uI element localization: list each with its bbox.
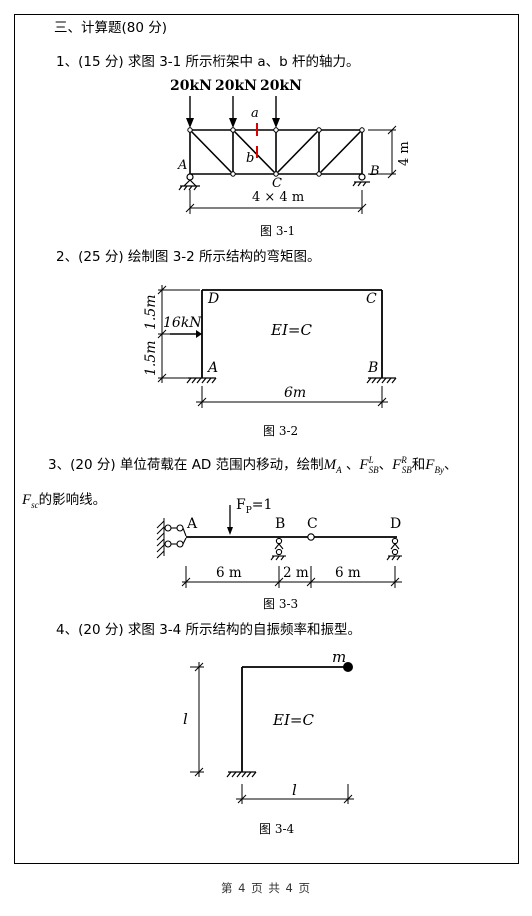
dim-label-span: 6m bbox=[284, 385, 307, 401]
problem-2-score: (25 分) bbox=[78, 249, 124, 265]
member-label-b: b bbox=[246, 151, 255, 166]
section-title: 三、计算题(80 分) bbox=[54, 20, 168, 36]
problem-3-tail: 的影响线。 bbox=[38, 492, 107, 508]
page-footer: 第 4 页 共 4 页 bbox=[221, 881, 311, 895]
problem-1-score: (15 分) bbox=[78, 54, 124, 70]
node-label-B: B bbox=[370, 164, 380, 179]
dim-height-label: 4 m bbox=[397, 141, 412, 166]
problem-2-number: 2、 bbox=[56, 249, 79, 265]
dim-label-AB: 6 m bbox=[216, 565, 242, 581]
load-label-3: 20kN bbox=[260, 78, 302, 94]
page-frame bbox=[14, 14, 519, 864]
frame-label-A: A bbox=[208, 360, 219, 376]
dim-label-CD: 6 m bbox=[335, 565, 361, 581]
var-FSBR: FRSB bbox=[392, 455, 412, 475]
problem-2-text: 绘制图 3-2 所示结构的弯矩图。 bbox=[127, 249, 321, 265]
beam-label-A: A bbox=[187, 516, 198, 532]
figure-3-1-caption: 图 3-1 bbox=[260, 224, 296, 238]
dim-label-BC: 2 m bbox=[283, 565, 309, 581]
load-label-2: 20kN bbox=[215, 78, 257, 94]
problem-3: 3、(20 分) 单位荷载在 AD 范围内移动，绘制MA 、FLSB、FRSB和… bbox=[48, 451, 457, 479]
problem-3-score: (20 分) bbox=[70, 457, 116, 473]
conjunction: 和 bbox=[411, 457, 426, 473]
frame-label-D: D bbox=[208, 291, 220, 307]
figure-3-2-caption: 图 3-2 bbox=[263, 424, 299, 438]
problem-4-text: 求图 3-4 所示结构的自振频率和振型。 bbox=[127, 622, 362, 638]
problem-3-text: 单位荷载在 AD 范围内移动，绘制 bbox=[119, 457, 324, 473]
var-MA: MA bbox=[323, 457, 342, 475]
frame-label-C: C bbox=[366, 291, 377, 307]
var-Fsc: Fsc bbox=[22, 492, 39, 510]
dim-label-lower: 1.5m bbox=[143, 340, 159, 376]
member-label-a: a bbox=[251, 106, 259, 121]
load-label-16kn: 16kN bbox=[163, 315, 202, 331]
problem-1: 1、(15 分) 求图 3-1 所示桁架中 a、b 杆的轴力。 bbox=[56, 53, 359, 71]
problem-1-number: 1、 bbox=[56, 54, 79, 70]
problem-3-line2: Fsc的影响线。 bbox=[22, 491, 106, 514]
beam-label-C: C bbox=[307, 516, 318, 532]
figure-3-4-caption: 图 3-4 bbox=[259, 822, 295, 836]
problem-4: 4、(20 分) 求图 3-4 所示结构的自振频率和振型。 bbox=[56, 621, 361, 639]
problem-1-text: 求图 3-1 所示桁架中 a、b 杆的轴力。 bbox=[127, 54, 360, 70]
node-label-C: C bbox=[272, 176, 282, 191]
problem-2: 2、(25 分) 绘制图 3-2 所示结构的弯矩图。 bbox=[56, 248, 321, 266]
unit-load-label: FP=1 bbox=[236, 497, 273, 516]
var-FBy: FBy bbox=[425, 457, 444, 475]
beam-label-D: D bbox=[390, 516, 402, 532]
separator: 、 bbox=[345, 457, 360, 473]
frame-4-stiffness: EI=C bbox=[273, 711, 314, 729]
frame-label-B: B bbox=[368, 360, 379, 376]
beam-label-B: B bbox=[275, 516, 286, 532]
frame-stiffness: EI=C bbox=[271, 321, 312, 339]
var-FSBL: FLSB bbox=[359, 455, 379, 475]
problem-4-number: 4、 bbox=[56, 622, 79, 638]
dim-span-label: 4 × 4 m bbox=[252, 190, 305, 205]
problem-3-number: 3、 bbox=[48, 457, 71, 473]
load-label-1: 20kN bbox=[170, 78, 212, 94]
separator: 、 bbox=[378, 457, 393, 473]
separator: 、 bbox=[443, 457, 458, 473]
span-label-l: l bbox=[292, 781, 297, 799]
mass-label: m bbox=[332, 648, 347, 666]
height-label-l: l bbox=[183, 710, 188, 728]
node-label-A: A bbox=[178, 158, 188, 173]
problem-4-score: (20 分) bbox=[78, 622, 124, 638]
figure-3-3-caption: 图 3-3 bbox=[263, 597, 299, 611]
dim-label-upper: 1.5m bbox=[143, 294, 159, 330]
